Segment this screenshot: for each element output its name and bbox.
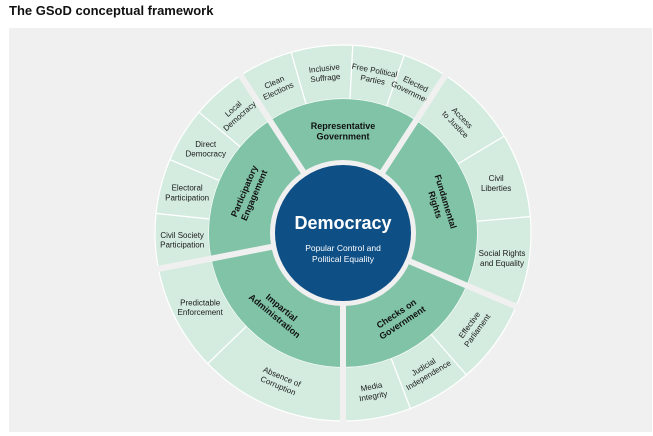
attribute-segment-checks-on-government xyxy=(343,260,467,367)
center-title: Democracy xyxy=(294,213,391,233)
attribute-segment-representative-government xyxy=(270,99,416,175)
center-subtitle-line: Popular Control and xyxy=(305,243,381,253)
attribute-segment-impartial-administration xyxy=(211,246,343,367)
attribute-separator xyxy=(378,72,449,176)
subattribute-label-inclusive-suffrage: InclusiveSuffrage xyxy=(308,62,342,84)
ring-separators xyxy=(155,72,520,423)
center-circle xyxy=(275,165,411,301)
attribute-separator xyxy=(237,72,308,176)
attribute-separator xyxy=(155,243,275,273)
attribute-separator xyxy=(406,257,520,311)
figure-title: The GSoD conceptual framework xyxy=(9,3,214,18)
attribute-segment-participatory-engagement xyxy=(209,120,305,259)
attribute-segment-fundamental-rights xyxy=(381,120,477,286)
center-subtitle-line: Political Equality xyxy=(312,254,375,264)
